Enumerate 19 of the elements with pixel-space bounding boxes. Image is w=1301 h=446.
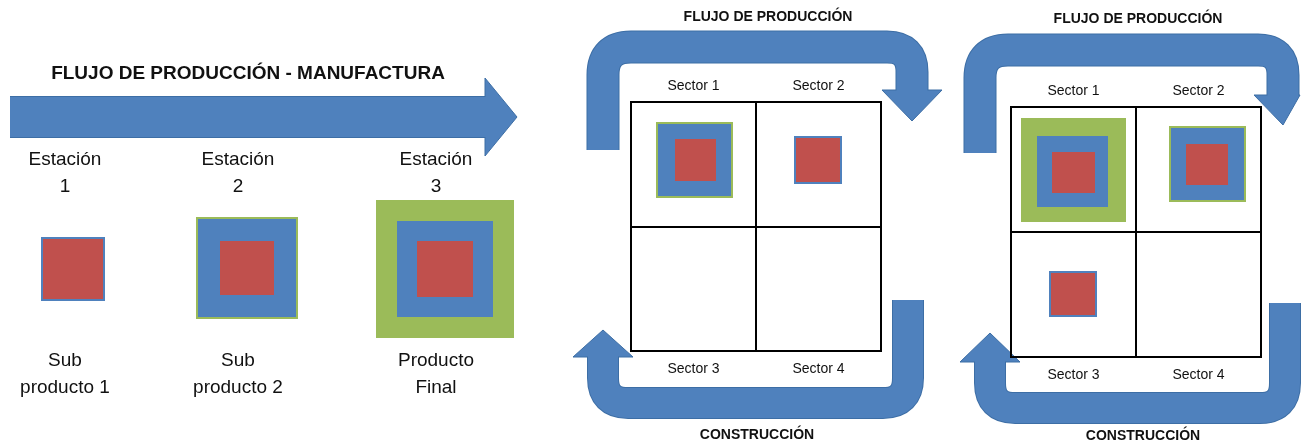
sector-label: Sector 4 [791, 360, 846, 376]
sector-label: Sector 2 [1171, 82, 1226, 98]
flow-title: FLUJO DE PRODUCCIÓN [683, 8, 853, 24]
sector-label: Sector 3 [1046, 366, 1101, 382]
flow-title: CONSTRUCCIÓN [699, 426, 815, 442]
sector-label: Sector 1 [1046, 82, 1101, 98]
station-heading: Estación 1 [27, 147, 103, 198]
sector-label: Sector 3 [666, 360, 721, 376]
sector-label: Sector 4 [1171, 366, 1226, 382]
station-heading: Estación 3 [398, 147, 474, 198]
flow-title: CONSTRUCCIÓN [1085, 427, 1201, 443]
product-caption: Sub producto 2 [192, 348, 284, 399]
flow-title: FLUJO DE PRODUCCIÓN - MANUFACTURA [51, 62, 445, 84]
flow-title: FLUJO DE PRODUCCIÓN [1053, 10, 1223, 26]
station-heading: Estación 2 [200, 147, 276, 198]
sector-label: Sector 1 [666, 77, 721, 93]
product-caption: Producto Final [396, 348, 475, 399]
product-caption: Sub producto 1 [19, 348, 111, 399]
sector-label: Sector 2 [791, 77, 846, 93]
